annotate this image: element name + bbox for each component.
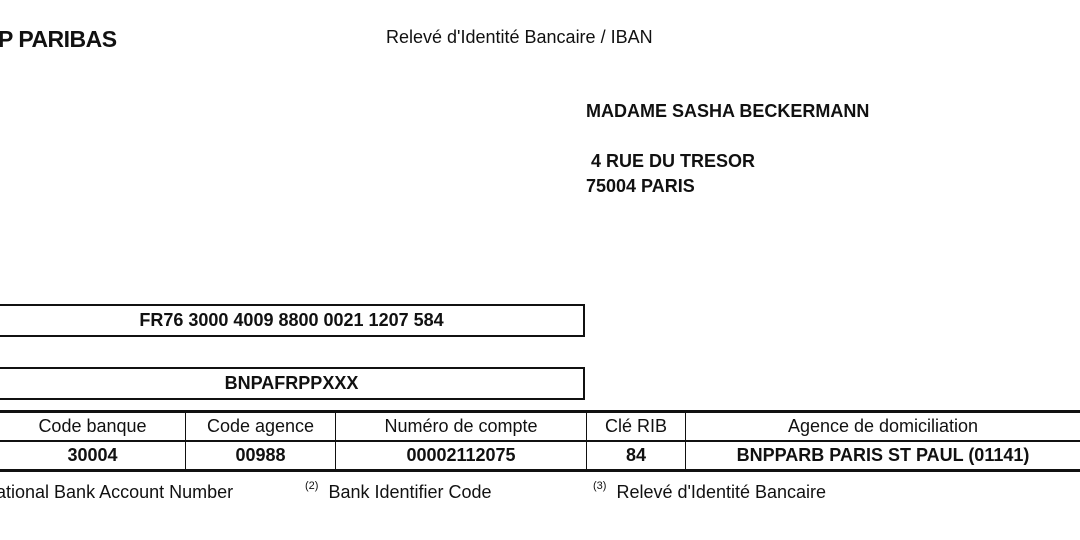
footnote-3-text: Relevé d'Identité Bancaire	[616, 482, 827, 502]
footnote-3-mark: (3)	[593, 480, 607, 492]
header-code-agence: Code agence	[185, 411, 336, 442]
agence-domiciliation-value: BNPPARB PARIS ST PAUL (01141)	[685, 440, 1080, 471]
iban-box: FR76 3000 4009 8800 0021 1207 584	[0, 304, 585, 337]
bic-value: BNPAFRPPXXX	[224, 373, 359, 393]
rib-table: Code banque Code agence Numéro de compte…	[0, 410, 1080, 472]
header-code-banque: Code banque	[0, 411, 186, 442]
footnote-1-text: ational Bank Account Number	[0, 482, 234, 502]
table-header-row: Code banque Code agence Numéro de compte…	[0, 411, 1080, 442]
cle-rib-value: 84	[586, 440, 686, 471]
header-agence-domiciliation: Agence de domiciliation	[685, 411, 1080, 442]
code-agence-value: 00988	[185, 440, 336, 471]
footnote-1: ational Bank Account Number	[0, 482, 233, 503]
account-holder-name: MADAME SASHA BECKERMANN	[586, 101, 870, 121]
numero-compte-value: 00002112075	[335, 440, 587, 471]
iban-value: FR76 3000 4009 8800 0021 1207 584	[139, 310, 444, 330]
header-numero-compte: Numéro de compte	[335, 411, 587, 442]
header-cle-rib: Clé RIB	[586, 411, 686, 442]
page-title: Relevé d'Identité Bancaire / IBAN	[386, 27, 653, 47]
bic-box: BNPAFRPPXXX	[0, 367, 585, 400]
code-banque-value: 30004	[0, 440, 186, 471]
footnote-2: (2) Bank Identifier Code	[305, 480, 492, 503]
footnote-2-mark: (2)	[305, 480, 319, 492]
footnote-3: (3) Relevé d'Identité Bancaire	[593, 480, 827, 503]
bank-logo: P PARIBAS	[0, 26, 117, 52]
address-line-1: 4 RUE DU TRESOR	[591, 151, 756, 171]
footnote-2-text: Bank Identifier Code	[328, 482, 492, 502]
address-line-2: 75004 PARIS	[586, 176, 695, 196]
table-row: 30004 00988 00002112075 84 BNPPARB PARIS…	[0, 440, 1080, 471]
